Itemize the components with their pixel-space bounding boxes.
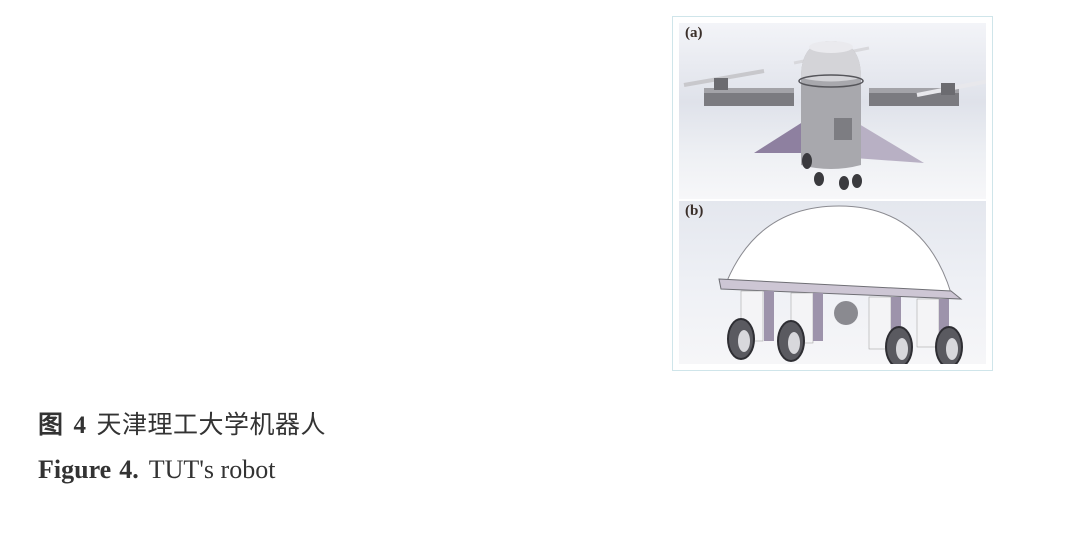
ground-robot-illustration — [718, 205, 963, 364]
drone-fin-left — [754, 118, 814, 153]
panel-label-b: (b) — [685, 203, 704, 219]
figure-frame: (a) (b) — [672, 16, 993, 371]
drone-wheel — [802, 153, 812, 169]
robot-dome — [726, 205, 952, 294]
drone-wheel — [839, 176, 849, 190]
caption-en-label: Figure — [38, 455, 112, 484]
robot-center-sphere — [834, 301, 858, 325]
figure-panel-a: (a) — [679, 23, 986, 199]
caption-cn-number: 4 — [73, 412, 87, 439]
figure-panel-b: (b) — [679, 201, 986, 364]
caption-en-number: 4. — [119, 455, 139, 484]
drone-fin-right — [849, 118, 924, 163]
drone-robot-illustration — [683, 41, 986, 190]
drone-wheel — [852, 174, 862, 188]
caption-en-text: TUT's robot — [148, 455, 276, 484]
panel-label-a: (a) — [685, 25, 703, 41]
robot-base-plate — [718, 278, 963, 300]
caption-cn-text: 天津理工大学机器人 — [96, 410, 327, 439]
caption-cn-label: 图 — [38, 410, 64, 439]
drone-wheel — [814, 172, 824, 186]
